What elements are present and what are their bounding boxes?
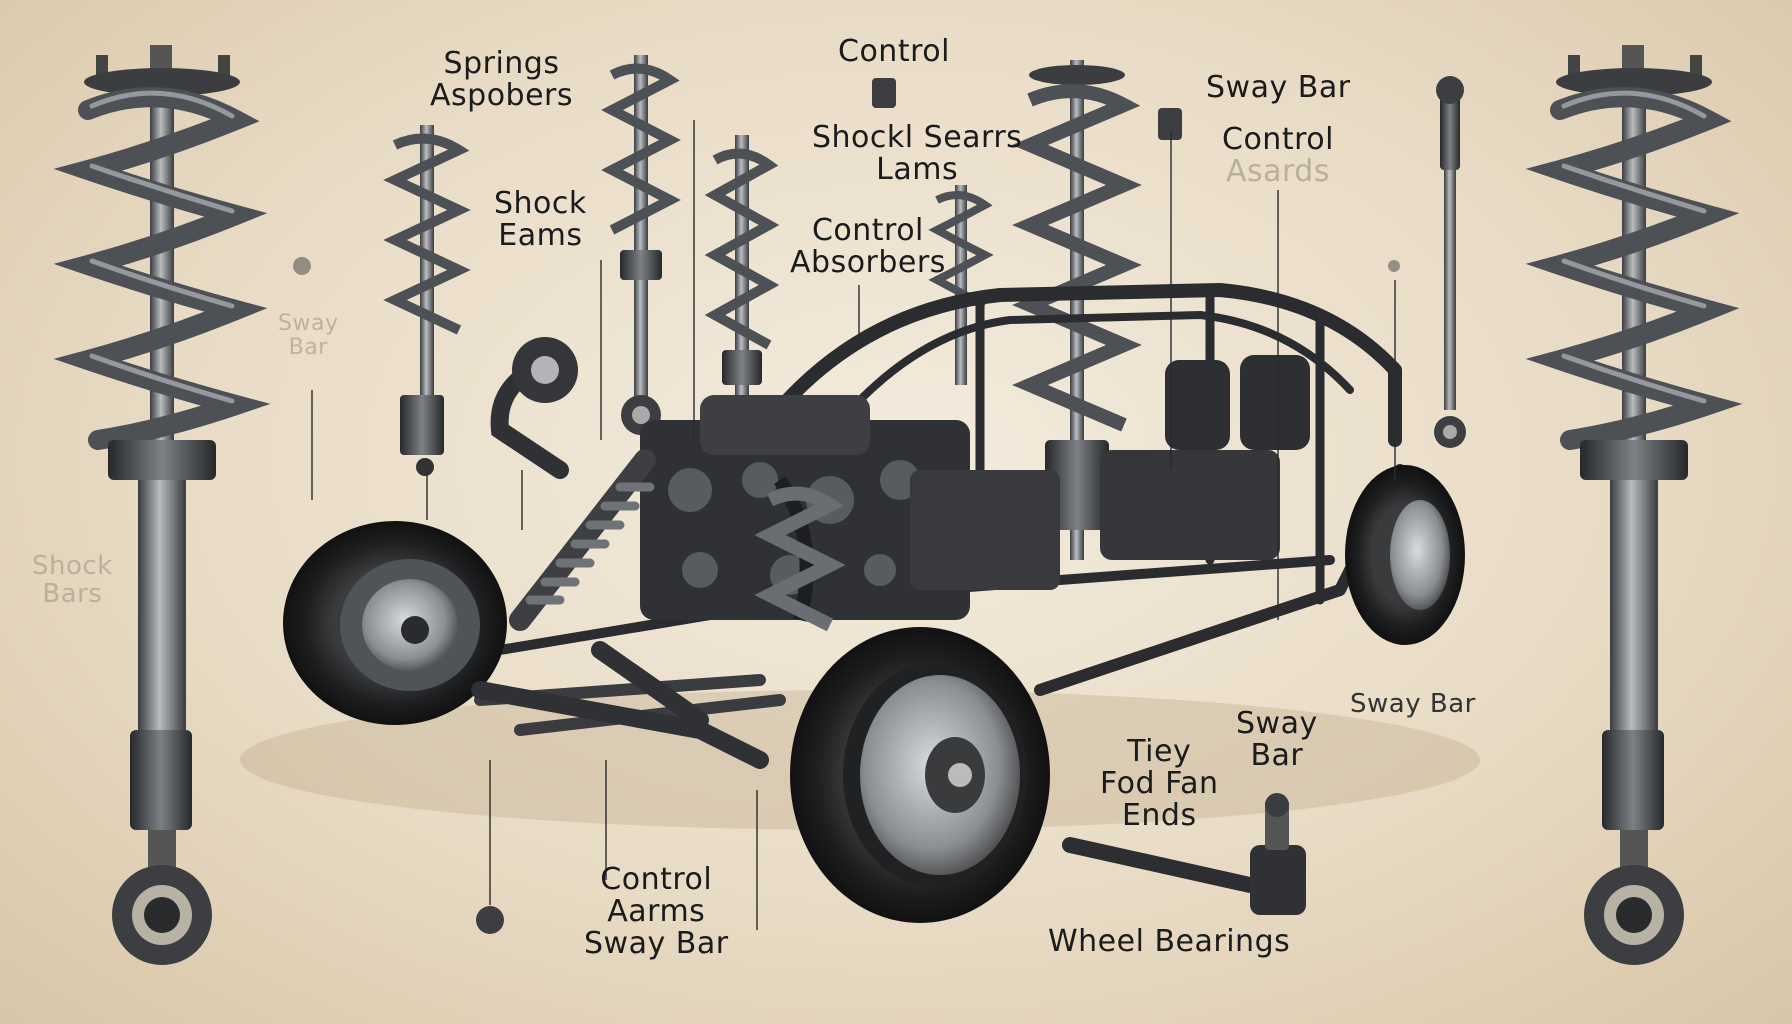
label-sway-bar-right: Sway Bar: [1350, 689, 1476, 719]
floating-shock-5: [1434, 76, 1466, 448]
floating-shock-1: [383, 125, 471, 476]
center-coil-spring: [754, 486, 846, 632]
front-left-shock: [509, 449, 656, 631]
floating-shock-3: [704, 135, 780, 395]
tie-rod-end: [1062, 793, 1306, 915]
small-bushings: [293, 78, 1400, 934]
left-coilover-strut: [53, 45, 271, 965]
label-control-top: Control: [838, 34, 950, 69]
engine-block: [640, 395, 1280, 622]
floating-shock-2: [601, 55, 681, 435]
floating-control-arm: [490, 337, 578, 479]
front-left-wheel: [283, 521, 507, 725]
front-strut-over-car: [1012, 60, 1142, 560]
label-wheel-bearings: Wheel Bearings: [1048, 924, 1291, 959]
rear-right-wheel: [1345, 465, 1465, 645]
lower-control-arms: [471, 641, 769, 769]
label-leader-lines: [311, 120, 1396, 930]
right-coilover-strut: [1525, 45, 1743, 965]
front-right-wheel: [790, 627, 1050, 923]
label-sway-bar-top-right: Sway Bar: [1206, 70, 1351, 105]
car-seats: [1165, 355, 1310, 450]
